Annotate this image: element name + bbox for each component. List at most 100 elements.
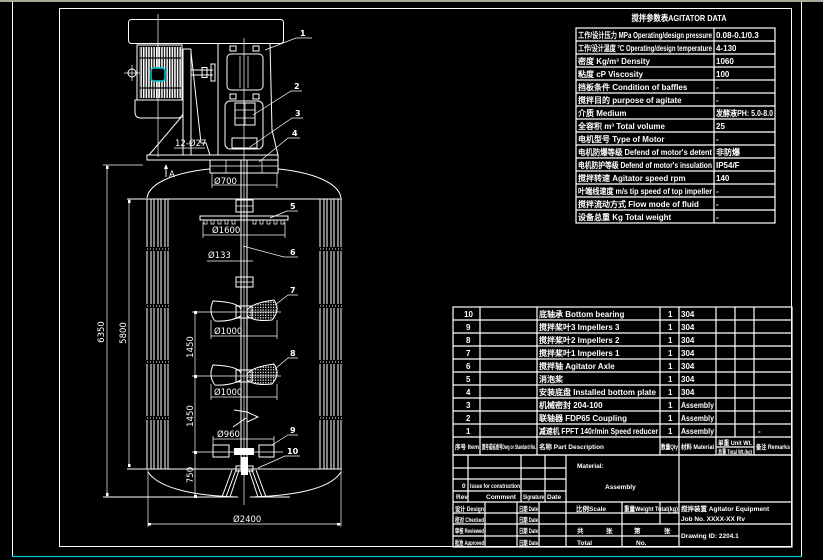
part-description: 搅拌桨叶1 Impellers 1 (539, 348, 620, 358)
header-dwg-no: 图号或标准号Dwg or Standard No. (482, 442, 536, 451)
title-block: 0 Issue for construction Rev Comment Sig… (452, 454, 793, 548)
header-description: 名称 Part Description (539, 442, 604, 451)
impeller2-dia-label: Ø1000 (214, 387, 242, 398)
sheet-total-cn: 共 (577, 526, 584, 535)
signoff-date: 日期 Date (519, 504, 538, 513)
signoff-date: 日期 Date (519, 526, 538, 535)
bolt-icon (229, 45, 237, 52)
impeller-1 (192, 299, 281, 322)
agitator-data-label: 搅拌流动方式 Flow mode of fluid (578, 199, 699, 209)
turbine-blade-right (258, 444, 275, 458)
agitator-data-table: 搅拌参数表AGITATOR DATA 工作/设计压力 MPa Operating… (575, 13, 776, 224)
part-description: 搅拌轴 Agitator Axle (539, 361, 615, 371)
part-material: Assembly (681, 427, 714, 436)
header-unit-weight: 单重 Unit Wt. (718, 438, 752, 447)
bolt-holes-note: 12-Ø27 (175, 138, 206, 149)
motor-rain-cover (128, 19, 284, 44)
signoff-reviewed: 审核 Reviewed (455, 526, 484, 535)
agitator-data-label: 工作/设计压力 MPa Operating/design pressure (578, 30, 712, 40)
part-remarks: - (758, 427, 761, 436)
header-total-weight: 总重 Total Wt.(kg) (718, 447, 752, 456)
motor-bracket (148, 48, 216, 156)
parts-list-grid (453, 307, 792, 455)
agitator-data-label: 工作/设计温度 °C Operating/design temperature (578, 43, 712, 53)
part-qty: 1 (668, 414, 673, 423)
viewport-top-edge (0, 0, 823, 2)
signoff-date: 日期 Date (519, 538, 538, 547)
agitator-data-label: 全容积 m³ Total volume (577, 121, 666, 131)
agitator-data-value: - (716, 96, 719, 105)
reducer-lower-housing (224, 100, 264, 150)
part-qty: 1 (668, 375, 673, 384)
callout-3: 3 (295, 109, 301, 118)
part-callouts: 1 2 3 4 5 6 7 8 9 10 (242, 29, 312, 469)
signoff-approved: 批准 Approved (455, 538, 484, 547)
part-material: 304 (681, 375, 695, 384)
agitator-data-label: 搅拌目的 purpose of agitate (578, 95, 682, 105)
callout-leader (264, 37, 312, 51)
tank-bottom-head-right (249, 471, 342, 498)
agitator-data-value: IP54/F (716, 161, 740, 170)
callout-leader (271, 434, 298, 446)
callout-10: 10 (287, 447, 299, 456)
impeller-blade-right (246, 299, 278, 321)
sheet-border (12, 2, 802, 558)
part-description: 机械密封 204-100 (539, 400, 603, 410)
agitator-data-row-lines (576, 40, 775, 211)
impeller-spacing-2-label: 1450 (186, 405, 196, 427)
tank-jacket-right (319, 199, 342, 469)
turbine-disc (234, 448, 254, 455)
date-header: Date (547, 494, 561, 501)
foam-breaker-dia-label: Ø1600 (212, 225, 240, 236)
callout-6: 6 (290, 248, 296, 257)
part-qty: 1 (668, 336, 673, 345)
flange-dia-label: Ø700 (214, 176, 237, 187)
sheet-page-cn: 第 (634, 526, 641, 535)
section-mark: A (169, 170, 175, 180)
sheet-count-cn: 张 (606, 526, 613, 535)
tank-dia-label: Ø2400 (233, 514, 261, 525)
overall-height-label: 6350 (97, 321, 107, 343)
impeller-3 (192, 444, 283, 458)
bolt-icon (229, 93, 237, 100)
drawing-id: Drawing ID: 2204.1 (681, 533, 739, 540)
agitator-data-label: 叶端线速度 m/s tip speed of top impeller (578, 186, 712, 196)
material-label: Material: (577, 463, 604, 470)
agitator-data-label: 密度 Kg/m³ Density (577, 56, 651, 66)
transmission-coupling (201, 67, 208, 78)
agitator-data-value: - (716, 83, 719, 92)
part-material: Assembly (681, 414, 714, 423)
dimension-tick (194, 311, 197, 314)
sheet-no-label: No. (636, 540, 647, 547)
impeller-hub (235, 305, 253, 319)
callout-8: 8 (290, 349, 296, 358)
height-dimensions: 6350 5800 1450 1450 750 (97, 164, 197, 498)
agitator-elevation-drawing: 12-Ø27 A Ø700 (97, 14, 342, 527)
part-material: 304 (681, 310, 695, 319)
agitator-data-frame (575, 27, 776, 224)
part-qty: 1 (668, 310, 673, 319)
material-value: Assembly (605, 484, 636, 491)
part-item-no: 1 (466, 427, 471, 436)
header-item: 序号 Item (454, 442, 479, 451)
revision-comment: Issue for construction (470, 483, 520, 490)
rev-header: Rev (456, 494, 468, 501)
jacket-break-lines (147, 248, 342, 419)
agitator-data-value: 4-130 (716, 44, 737, 53)
impeller-2 (192, 363, 281, 386)
sheet-page-sheet-cn: 张 (664, 526, 671, 535)
impeller-spacing-1-label: 1450 (186, 336, 196, 358)
agitator-data-value: 25 (716, 122, 725, 131)
foam-breaker-bar (199, 215, 289, 221)
agitator-data-label: 挡板条件 Condition of baffles (578, 82, 688, 92)
bracket-gusset-left (148, 114, 184, 156)
shaft-dia-label: Ø133 (208, 250, 231, 261)
mounting-flange (209, 159, 279, 174)
bottom-bearing-flange (235, 465, 254, 472)
dimension-tick (337, 523, 340, 526)
agitator-data-value: 1060 (716, 57, 734, 66)
dimension-tick (148, 523, 151, 526)
dimension-tick (194, 375, 197, 378)
